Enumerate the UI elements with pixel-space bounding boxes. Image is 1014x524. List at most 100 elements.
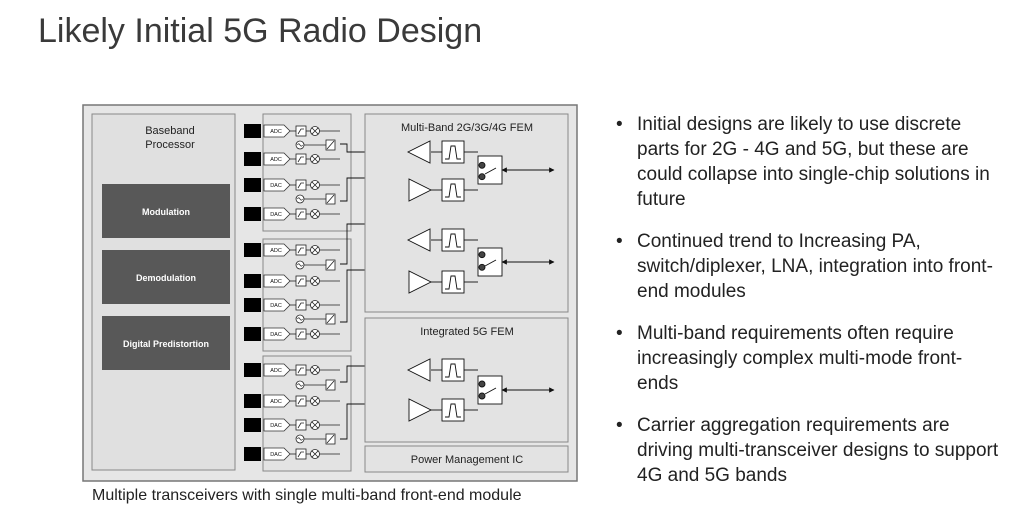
filter-curve: [297, 247, 304, 254]
phase-shifter-slash: [326, 434, 335, 444]
switch-node: [478, 392, 486, 400]
bullet-item: • Carrier aggregation requirements are dr…: [612, 413, 1002, 488]
bandpass-curve: [445, 275, 461, 290]
transceiver-symbols: [290, 125, 340, 460]
bullet-text: Continued trend to Increasing PA, switch…: [637, 231, 993, 302]
filter-icon: [295, 153, 307, 165]
filter-icon: [295, 328, 307, 340]
phase-shifter-slash: [326, 140, 335, 150]
fem-chain-5g: [406, 358, 555, 422]
mixer-cross: [311, 181, 319, 189]
mixer-cross: [311, 210, 319, 218]
filter-curve: [297, 182, 304, 189]
fem-chain-2: [406, 228, 555, 294]
bullet-marker: •: [616, 323, 623, 344]
filter-icon: [295, 419, 307, 431]
converter-label-10: ADC: [270, 399, 282, 405]
multi-band-fem-box: [364, 113, 569, 313]
power-management-ic-box: [364, 445, 569, 473]
converter-label-2: ADC: [270, 157, 282, 163]
mixer-cross: [311, 246, 319, 254]
power-management-ic-label: Power Management IC: [411, 454, 524, 466]
diagram-caption: Multiple transceivers with single multi-…: [92, 487, 522, 504]
amplifier-triangle: [408, 398, 433, 422]
switch-arm: [484, 259, 497, 267]
oscillator-wave: [297, 263, 303, 267]
bullet-list: • Initial designs are likely to use discr…: [612, 112, 1002, 505]
mixer-cross: [311, 450, 319, 458]
converter-label-11: DAC: [270, 423, 282, 429]
bullet-item: •Initial designs are likely to use discr…: [612, 112, 1002, 212]
switch-arm: [484, 167, 497, 175]
filter-curve: [297, 302, 304, 309]
switch-node: [478, 173, 486, 181]
switch-node: [478, 161, 486, 169]
filter-curve: [297, 278, 304, 285]
filter-icon: [295, 208, 307, 220]
slide-title: Likely Initial 5G Radio Design: [38, 12, 483, 50]
converter-label-3: DAC: [270, 183, 282, 189]
filter-curve: [297, 367, 304, 374]
bullet-item: • Multi-band requirements often require i…: [612, 321, 1002, 396]
bullet-item: • Continued trend to Increasing PA, switc…: [612, 229, 1002, 304]
mixer-cross: [311, 277, 319, 285]
amplifier-triangle: [406, 358, 431, 382]
modulation-label: Modulation: [142, 207, 190, 217]
filter-curve: [297, 331, 304, 338]
mixer-cross: [311, 366, 319, 374]
bandpass-filter-icon: [441, 228, 465, 252]
demodulation-label: Demodulation: [136, 273, 196, 283]
bullet-marker: •: [616, 415, 623, 436]
switch-node: [478, 251, 486, 259]
bandpass-curve: [445, 233, 461, 248]
phase-shifter-slash: [326, 260, 335, 270]
filter-curve: [297, 422, 304, 429]
converter-label-5: ADC: [270, 248, 282, 254]
bullet-marker: •: [616, 231, 623, 252]
bandpass-filter-icon: [441, 398, 465, 422]
port-pads: [244, 124, 261, 461]
fem-signal-chains: [406, 140, 555, 422]
mixer-cross: [311, 330, 319, 338]
amplifier-triangle: [406, 140, 431, 164]
mixer-cross: [311, 301, 319, 309]
phase-shifter-slash: [326, 314, 335, 324]
converter-label-9: ADC: [270, 368, 282, 374]
mixer-cross: [311, 421, 319, 429]
bandpass-curve: [445, 183, 461, 198]
mixer-cross: [311, 155, 319, 163]
switch-node: [478, 263, 486, 271]
switch-icon: [477, 375, 503, 405]
mixer-cross: [311, 127, 319, 135]
amplifier-triangle: [406, 228, 431, 252]
digital-predistortion-block: [102, 316, 230, 370]
digital-predistortion-label: Digital Predistortion: [123, 339, 209, 349]
converter-label-7: DAC: [270, 303, 282, 309]
filter-icon: [295, 179, 307, 191]
demodulation-block: [102, 250, 230, 304]
bandpass-filter-icon: [441, 358, 465, 382]
filter-curve: [297, 128, 304, 135]
converter-label-12: DAC: [270, 452, 282, 458]
filter-icon: [295, 448, 307, 460]
bullet-text: Carrier aggregation requirements are dri…: [637, 415, 999, 486]
filter-curve: [297, 398, 304, 405]
modulation-block: [102, 184, 230, 238]
filter-icon: [295, 364, 307, 376]
amplifier-triangle: [408, 178, 433, 202]
converter-label-4: DAC: [270, 212, 282, 218]
multi-band-fem-label: Multi-Band 2G/3G/4G FEM: [401, 122, 533, 134]
radio-block-diagram: Baseband Processor Modulation Demodulati…: [82, 104, 578, 482]
bullet-text: Multi-band requirements often require in…: [637, 323, 963, 394]
integrated-5g-fem-box: [364, 317, 569, 443]
filter-curve: [297, 156, 304, 163]
converter-label-8: DAC: [270, 332, 282, 338]
bullet-text: Initial designs are likely to use discre…: [637, 114, 990, 210]
filter-icon: [295, 125, 307, 137]
oscillator-wave: [297, 197, 303, 201]
amplifier-triangle: [408, 270, 433, 294]
baseband-label-line1: Baseband: [145, 125, 195, 137]
filter-icon: [295, 299, 307, 311]
oscillator-wave: [297, 317, 303, 321]
phase-shifter-slash: [326, 194, 335, 204]
